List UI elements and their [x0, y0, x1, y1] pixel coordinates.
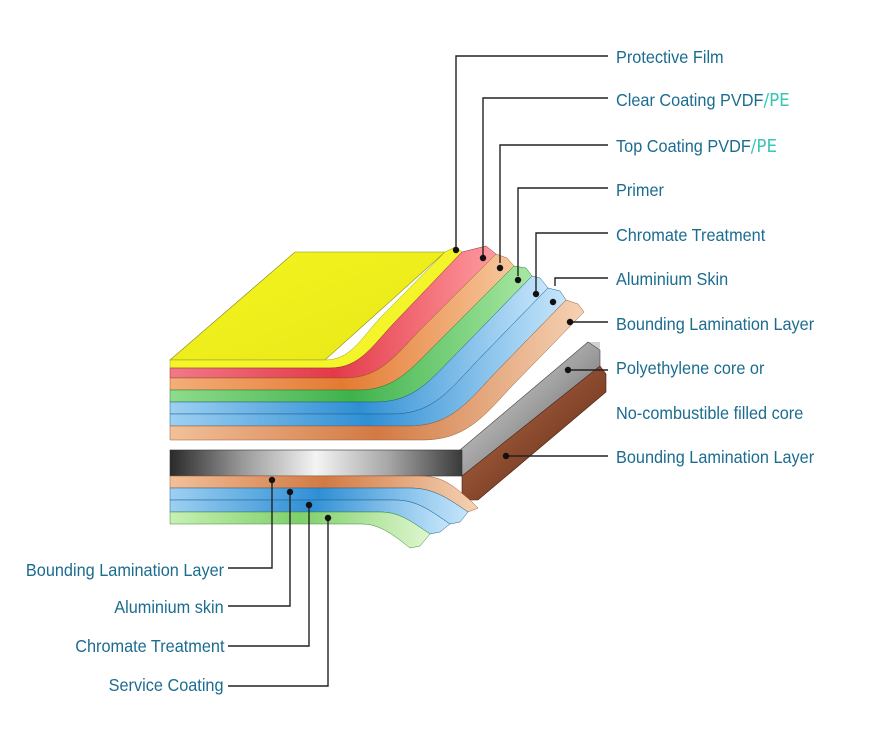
- label-left-bounding-lamination: Bounding Lamination Layer: [25, 560, 224, 580]
- leader-primer: [517, 187, 608, 276]
- label-primer: Primer: [616, 180, 664, 200]
- bottom-layer-stack: [169, 475, 479, 549]
- leader-left-aluminium: [228, 492, 291, 607]
- label-left-chromate-treatment: Chromate Treatment: [74, 636, 224, 656]
- label-top-coating: Top Coating PVDF/PE: [616, 136, 778, 157]
- right-leader-dots: [452, 246, 574, 460]
- label-left-aluminium-skin: Aluminium skin: [114, 597, 224, 617]
- core-front-face: [169, 449, 463, 477]
- label-chromate-treatment: Chromate Treatment: [616, 225, 766, 245]
- label-polyethylene-core: Polyethylene core or: [616, 358, 765, 378]
- leader-left-service: [228, 518, 329, 687]
- label-clear-coating: Clear Coating PVDF/PE: [616, 90, 790, 111]
- top-layer-stack: [169, 245, 585, 441]
- label-bounding-lamination-bottom: Bounding Lamination Layer: [616, 447, 815, 467]
- clear-coating-suffix: /PE: [763, 90, 790, 111]
- leader-aluminium: [554, 277, 608, 286]
- right-leader-lines: [455, 55, 608, 457]
- leader-left-chromate: [228, 505, 310, 647]
- leader-top-coating: [499, 144, 608, 263]
- label-left-service-coating: Service Coating: [109, 675, 224, 695]
- bounding-lamination-strip-top: [169, 299, 585, 441]
- service-coating-front: [169, 511, 431, 549]
- leader-chromate: [535, 232, 608, 294]
- leader-left-lamination: [228, 480, 273, 569]
- leader-clear-coating: [482, 97, 608, 256]
- left-leader-lines: [228, 480, 329, 687]
- label-aluminium-skin: Aluminium Skin: [616, 269, 729, 289]
- top-coating-suffix: /PE: [750, 136, 778, 157]
- left-leader-dots: [268, 476, 332, 522]
- label-protective-film: Protective Film: [616, 47, 724, 67]
- label-bounding-lamination-top: Bounding Lamination Layer: [616, 314, 815, 334]
- leader-protective-film: [455, 55, 608, 248]
- label-non-combustible-core: No-combustible filled core: [616, 403, 804, 423]
